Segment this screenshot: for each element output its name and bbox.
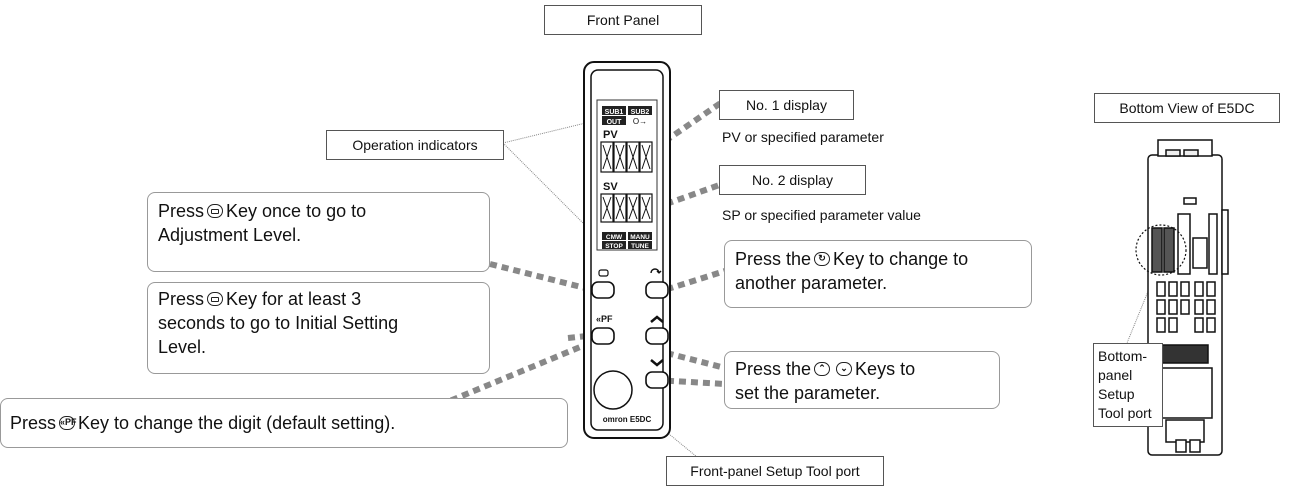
- mode-key-icon: [207, 292, 224, 306]
- indicator-out: OUT: [607, 119, 623, 126]
- callout-text: Press: [158, 289, 205, 309]
- initial-setting-callout: Press Key for at least 3 seconds to go to…: [147, 282, 490, 374]
- no1-display-label: No. 1 display: [719, 90, 854, 120]
- pf-key-icon: «PF: [596, 314, 613, 324]
- bottom-port-highlight: [1135, 224, 1187, 276]
- callout-text: Adjustment Level.: [158, 225, 302, 245]
- indicator-sub1: SUB1: [605, 109, 624, 116]
- connector-ind-bottom: [502, 142, 599, 239]
- no2-display-label: No. 2 display: [719, 165, 866, 195]
- pv-display-digits: [600, 141, 653, 173]
- pf-key-icon: «PF: [59, 416, 77, 430]
- callout-text: set the parameter.: [735, 383, 881, 403]
- indicator-cmw: CMW: [606, 234, 623, 241]
- sv-label: SV: [603, 181, 618, 193]
- indicator-tune: TUNE: [631, 243, 649, 250]
- mode-key-icon: [207, 204, 224, 218]
- indicator-stop: STOP: [605, 243, 623, 250]
- bottom-port-line1: Bottom-: [1098, 348, 1148, 364]
- level-key-icon: [650, 268, 662, 274]
- operation-indicators-label: Operation indicators: [326, 130, 504, 160]
- indicator-manu: MANU: [630, 234, 650, 241]
- callout-text: Press the: [735, 359, 812, 379]
- change-param-callout: Press the↻Key to change to another param…: [724, 240, 1032, 308]
- connector-ind-top: [502, 119, 599, 144]
- mode-key[interactable]: [591, 281, 615, 299]
- front-panel-title: Front Panel: [544, 5, 702, 35]
- set-param-callout: Press the⌃ ⌄Keys to set the parameter.: [724, 351, 1000, 409]
- front-setup-port: [593, 370, 633, 410]
- sv-display-digits: [600, 193, 653, 223]
- callout-text: Level.: [158, 337, 207, 357]
- down-key-icon: [650, 359, 664, 367]
- adjust-level-callout: Press Key once to go to Adjustment Level.: [147, 192, 490, 272]
- callout-text: Press the: [735, 249, 812, 269]
- bottom-setup-port-label: Bottom- panel Setup Tool port: [1093, 343, 1163, 427]
- pf-key[interactable]: [591, 327, 615, 345]
- callout-text: Press: [158, 201, 205, 221]
- no2-display-desc: SP or specified parameter value: [722, 207, 921, 223]
- bottom-port-line4: Tool port: [1098, 405, 1152, 421]
- mode-key-icon: [598, 269, 609, 277]
- callout-text: another parameter.: [735, 273, 888, 293]
- up-key-icon: ⌃: [814, 362, 831, 376]
- callout-text: seconds to go to Initial Setting: [158, 313, 399, 333]
- callout-text: Key once to go to: [226, 201, 367, 221]
- brand-logo: omron E5DC: [603, 415, 652, 424]
- level-key-icon: ↻: [814, 252, 831, 266]
- level-key[interactable]: [645, 281, 669, 299]
- bottom-view-title: Bottom View of E5DC: [1094, 93, 1280, 123]
- pv-label: PV: [603, 129, 618, 141]
- down-key[interactable]: [645, 371, 669, 389]
- up-key[interactable]: [645, 327, 669, 345]
- connector-change-digit: [438, 337, 599, 408]
- callout-text: Key to change to: [833, 249, 969, 269]
- connector-adjust-level: [489, 261, 598, 294]
- callout-text: Keys to: [855, 359, 916, 379]
- no1-display-desc: PV or specified parameter: [722, 129, 884, 145]
- bottom-port-line2: panel: [1098, 367, 1133, 383]
- indicator-sub2: SUB2: [631, 109, 650, 116]
- callout-text: Key to change the digit (default setting…: [78, 413, 396, 433]
- callout-text: Key for at least 3: [226, 289, 362, 309]
- indicator-key: O→: [633, 117, 647, 126]
- down-key-icon: ⌄: [836, 362, 853, 376]
- bottom-port-line3: Setup: [1098, 386, 1135, 402]
- up-key-icon: [650, 315, 664, 323]
- front-setup-port-label: Front-panel Setup Tool port: [666, 456, 884, 486]
- callout-text: Press: [10, 413, 57, 433]
